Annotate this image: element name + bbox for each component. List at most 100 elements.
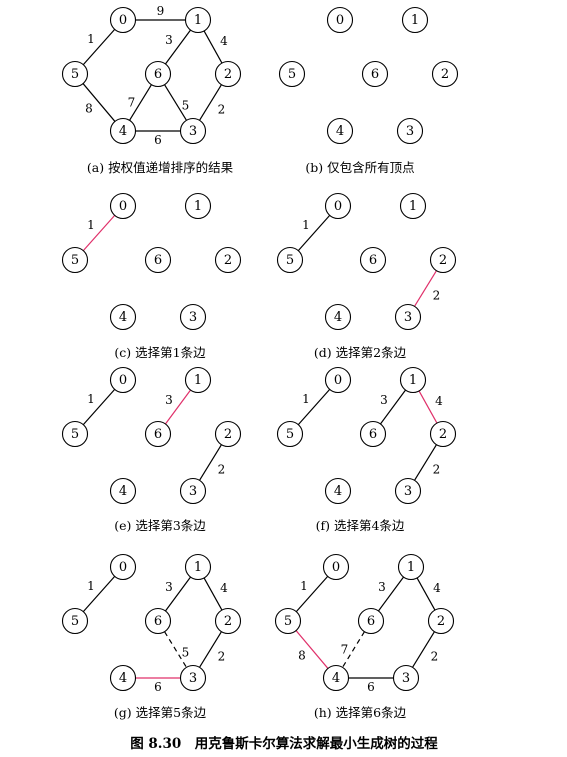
edge-5-4 <box>82 83 116 122</box>
vertex-label-3: 3 <box>406 124 414 139</box>
vertex-label-2: 2 <box>224 67 232 82</box>
vertex-4 <box>109 664 137 692</box>
vertex-6 <box>144 246 172 274</box>
edge-weight-2-3: 2 <box>431 650 439 664</box>
panel-caption: (e) 选择第3条边 <box>114 518 206 533</box>
edge-weight-2-3: 2 <box>433 463 441 477</box>
vertex-label-5: 5 <box>286 253 294 268</box>
edge-weight-0-5: 1 <box>87 32 95 46</box>
panel-caption: (d) 选择第2条边 <box>314 345 407 360</box>
edge-weight-0-5: 1 <box>302 392 310 406</box>
vertex-label-6: 6 <box>367 614 375 629</box>
panel-caption: (a) 按权值递增排序的结果 <box>87 160 234 175</box>
vertex-5 <box>278 60 306 88</box>
vertex-3 <box>179 477 207 505</box>
edge-weight-1-2: 4 <box>433 581 441 595</box>
edge-weight-4-3: 6 <box>154 133 162 147</box>
vertex-3 <box>179 664 207 692</box>
edge-1-2 <box>416 577 436 611</box>
vertex-label-2: 2 <box>441 67 449 82</box>
vertex-label-5: 5 <box>71 427 79 442</box>
vertex-4 <box>322 664 350 692</box>
edge-weight-1-6: 3 <box>165 393 173 407</box>
vertex-label-1: 1 <box>411 13 419 28</box>
edge-0-5 <box>295 575 329 613</box>
edge-2-3 <box>199 444 222 481</box>
vertex-3 <box>394 477 422 505</box>
vertex-label-6: 6 <box>154 67 162 82</box>
edge-2-3 <box>414 270 437 307</box>
edge-1-6 <box>164 389 192 425</box>
edge-weight-1-6: 3 <box>165 580 173 594</box>
edge-weight-1-2: 4 <box>220 581 228 595</box>
vertex-5 <box>61 60 89 88</box>
edge-weight-0-1: 9 <box>157 4 165 18</box>
edge-6-4 <box>342 631 365 668</box>
vertex-3 <box>392 664 420 692</box>
vertex-0 <box>324 366 352 394</box>
vertex-4 <box>109 117 137 145</box>
vertex-5 <box>274 607 302 635</box>
vertex-label-3: 3 <box>189 484 197 499</box>
vertex-label-6: 6 <box>154 427 162 442</box>
edge-2-3 <box>412 631 435 668</box>
edge-2-3 <box>414 444 437 481</box>
edge-1-2 <box>418 390 438 424</box>
vertex-label-0: 0 <box>334 373 342 388</box>
panel-caption: (c) 选择第1条边 <box>114 345 206 360</box>
vertex-label-0: 0 <box>336 13 344 28</box>
edge-weight-1-6: 3 <box>378 580 386 594</box>
vertex-6 <box>357 607 385 635</box>
vertex-1 <box>399 192 427 220</box>
panel-caption: (h) 选择第6条边 <box>314 705 407 720</box>
vertex-6 <box>144 60 172 88</box>
edge-weight-1-6: 3 <box>165 33 173 47</box>
vertex-1 <box>401 6 429 34</box>
vertex-label-3: 3 <box>189 671 197 686</box>
edge-weight-6-3: 5 <box>182 646 190 660</box>
edge-weight-0-5: 1 <box>300 579 308 593</box>
vertex-label-1: 1 <box>194 13 202 28</box>
vertex-label-1: 1 <box>194 373 202 388</box>
vertex-label-5: 5 <box>71 614 79 629</box>
vertex-label-2: 2 <box>439 253 447 268</box>
vertex-5 <box>61 607 89 635</box>
vertex-4 <box>324 303 352 331</box>
vertex-4 <box>326 117 354 145</box>
vertex-1 <box>184 553 212 581</box>
edge-5-4 <box>295 630 329 669</box>
vertex-4 <box>109 303 137 331</box>
edge-0-5 <box>82 214 116 252</box>
vertex-2 <box>214 246 242 274</box>
edge-weight-2-3: 2 <box>433 289 441 303</box>
vertex-label-6: 6 <box>369 427 377 442</box>
edge-2-3 <box>199 631 222 668</box>
panel-caption: (f) 选择第4条边 <box>316 518 405 533</box>
vertex-3 <box>179 117 207 145</box>
vertex-0 <box>109 553 137 581</box>
edge-weight-1-2: 4 <box>435 394 443 408</box>
vertex-label-5: 5 <box>284 614 292 629</box>
vertex-2 <box>431 60 459 88</box>
vertex-6 <box>359 246 387 274</box>
panel-caption: (b) 仅包含所有顶点 <box>305 160 414 175</box>
vertex-6 <box>361 60 389 88</box>
vertex-0 <box>109 366 137 394</box>
vertex-label-4: 4 <box>119 671 127 686</box>
vertex-6 <box>359 420 387 448</box>
vertex-label-4: 4 <box>334 310 342 325</box>
vertex-label-2: 2 <box>437 614 445 629</box>
vertex-label-2: 2 <box>224 253 232 268</box>
vertex-2 <box>427 607 455 635</box>
vertex-label-0: 0 <box>334 199 342 214</box>
vertex-label-4: 4 <box>119 484 127 499</box>
edge-weight-6-3: 5 <box>182 99 190 113</box>
vertex-4 <box>109 477 137 505</box>
vertex-label-0: 0 <box>119 560 127 575</box>
edge-6-3 <box>164 84 187 121</box>
vertex-1 <box>399 366 427 394</box>
panel-caption: (g) 选择第5条边 <box>114 705 207 720</box>
